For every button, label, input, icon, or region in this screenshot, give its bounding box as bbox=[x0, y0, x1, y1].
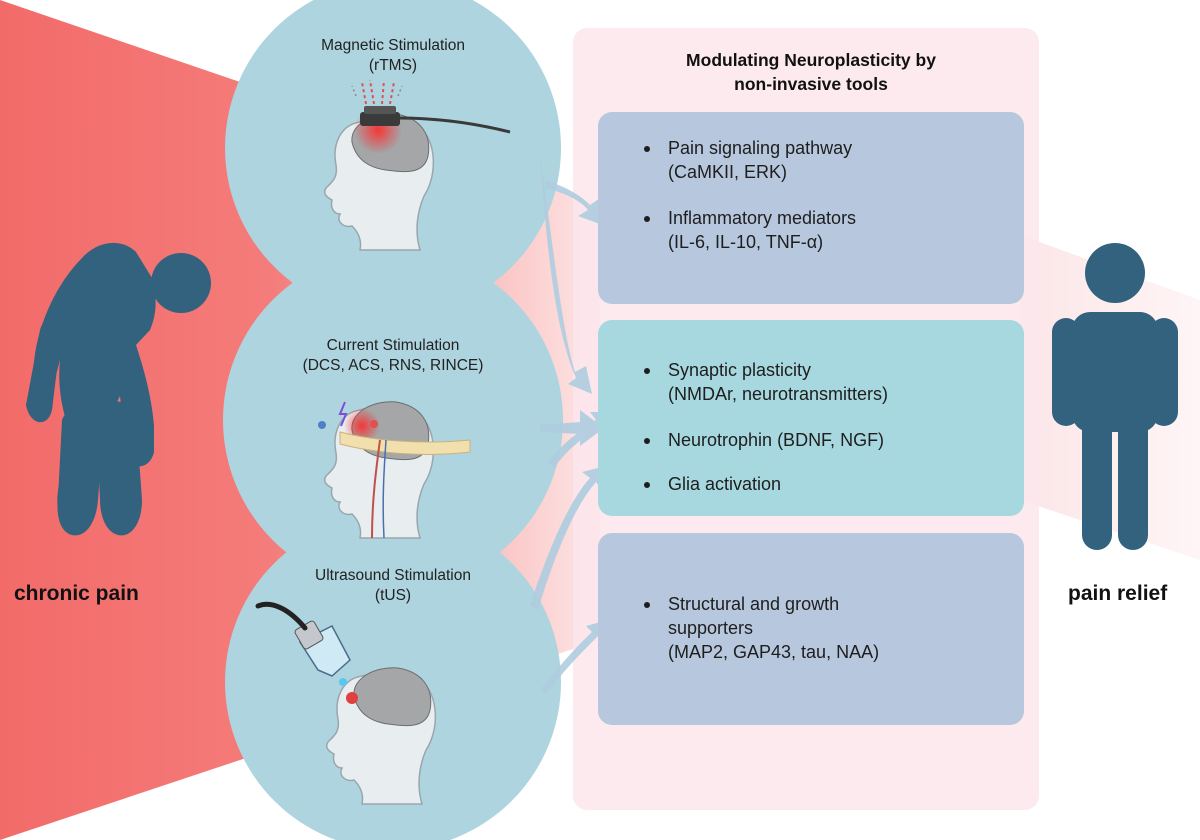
list-item: Pain signaling pathway (CaMKII, ERK) bbox=[642, 136, 1012, 184]
item-text: Glia activation bbox=[668, 474, 782, 494]
box-3-background bbox=[598, 533, 1024, 725]
item-text: Structural and growth bbox=[668, 594, 840, 614]
mechanism-box-2: Synaptic plasticity (NMDAr, neurotransmi… bbox=[642, 358, 1012, 518]
item-detail: (NMDAr, neurotransmitters) bbox=[668, 384, 889, 404]
item-text: Pain signaling pathway bbox=[668, 138, 853, 158]
box-2-background bbox=[598, 320, 1024, 516]
current-stimulation-name: Current Stimulation bbox=[326, 337, 460, 354]
magnetic-stimulation-abbr: (rTMS) bbox=[368, 57, 418, 74]
item-detail: (IL-6, IL-10, TNF-α) bbox=[668, 232, 824, 252]
current-stimulation-abbr: (DCS, ACS, RNS, RINCE) bbox=[302, 357, 484, 374]
pain-relief-label: pain relief bbox=[1068, 582, 1168, 605]
ultrasound-stimulation-abbr: (tUS) bbox=[374, 587, 412, 604]
item-text: Neurotrophin (BDNF, NGF) bbox=[668, 430, 885, 450]
current-stimulation-head-illustration bbox=[318, 401, 471, 539]
item-detail: (MAP2, GAP43, tau, NAA) bbox=[668, 642, 880, 662]
list-item: Synaptic plasticity (NMDAr, neurotransmi… bbox=[642, 358, 1012, 406]
panel-title: Modulating Neuroplasticity by non-invasi… bbox=[598, 48, 1024, 96]
rtms-head-illustration bbox=[323, 79, 511, 251]
mechanism-box-3: Structural and growth supporters (MAP2, … bbox=[642, 592, 1012, 686]
mechanism-box-1: Pain signaling pathway (CaMKII, ERK) Inf… bbox=[642, 136, 1012, 276]
list-item: Inflammatory mediators (IL-6, IL-10, TNF… bbox=[642, 206, 1012, 254]
chronic-pain-person-icon bbox=[30, 242, 211, 531]
list-item: Structural and growth supporters (MAP2, … bbox=[642, 592, 1012, 664]
item-text: Synaptic plasticity bbox=[668, 360, 812, 380]
item-detail: supporters bbox=[668, 618, 754, 638]
item-text: Inflammatory mediators bbox=[668, 208, 857, 228]
magnetic-stimulation-title: Magnetic Stimulation (rTMS) bbox=[293, 36, 493, 76]
flow-arrows bbox=[530, 155, 612, 694]
panel-title-line1: Modulating Neuroplasticity by bbox=[686, 50, 936, 70]
list-item: Glia activation bbox=[642, 472, 1012, 496]
item-detail: (CaMKII, ERK) bbox=[668, 162, 788, 182]
ultrasound-head-illustration bbox=[255, 601, 437, 805]
panel-title-line2: non-invasive tools bbox=[734, 74, 888, 94]
box-1-background bbox=[598, 112, 1024, 304]
chronic-pain-person-legs bbox=[26, 317, 142, 536]
chronic-pain-label: chronic pain bbox=[14, 582, 139, 605]
magnetic-stimulation-name: Magnetic Stimulation bbox=[321, 37, 465, 54]
current-stimulation-title: Current Stimulation (DCS, ACS, RNS, RINC… bbox=[273, 336, 513, 376]
ultrasound-stimulation-name: Ultrasound Stimulation bbox=[315, 567, 471, 584]
pain-relief-person-icon bbox=[1052, 243, 1178, 550]
list-item: Neurotrophin (BDNF, NGF) bbox=[642, 428, 1012, 452]
ultrasound-stimulation-title: Ultrasound Stimulation (tUS) bbox=[283, 566, 503, 606]
